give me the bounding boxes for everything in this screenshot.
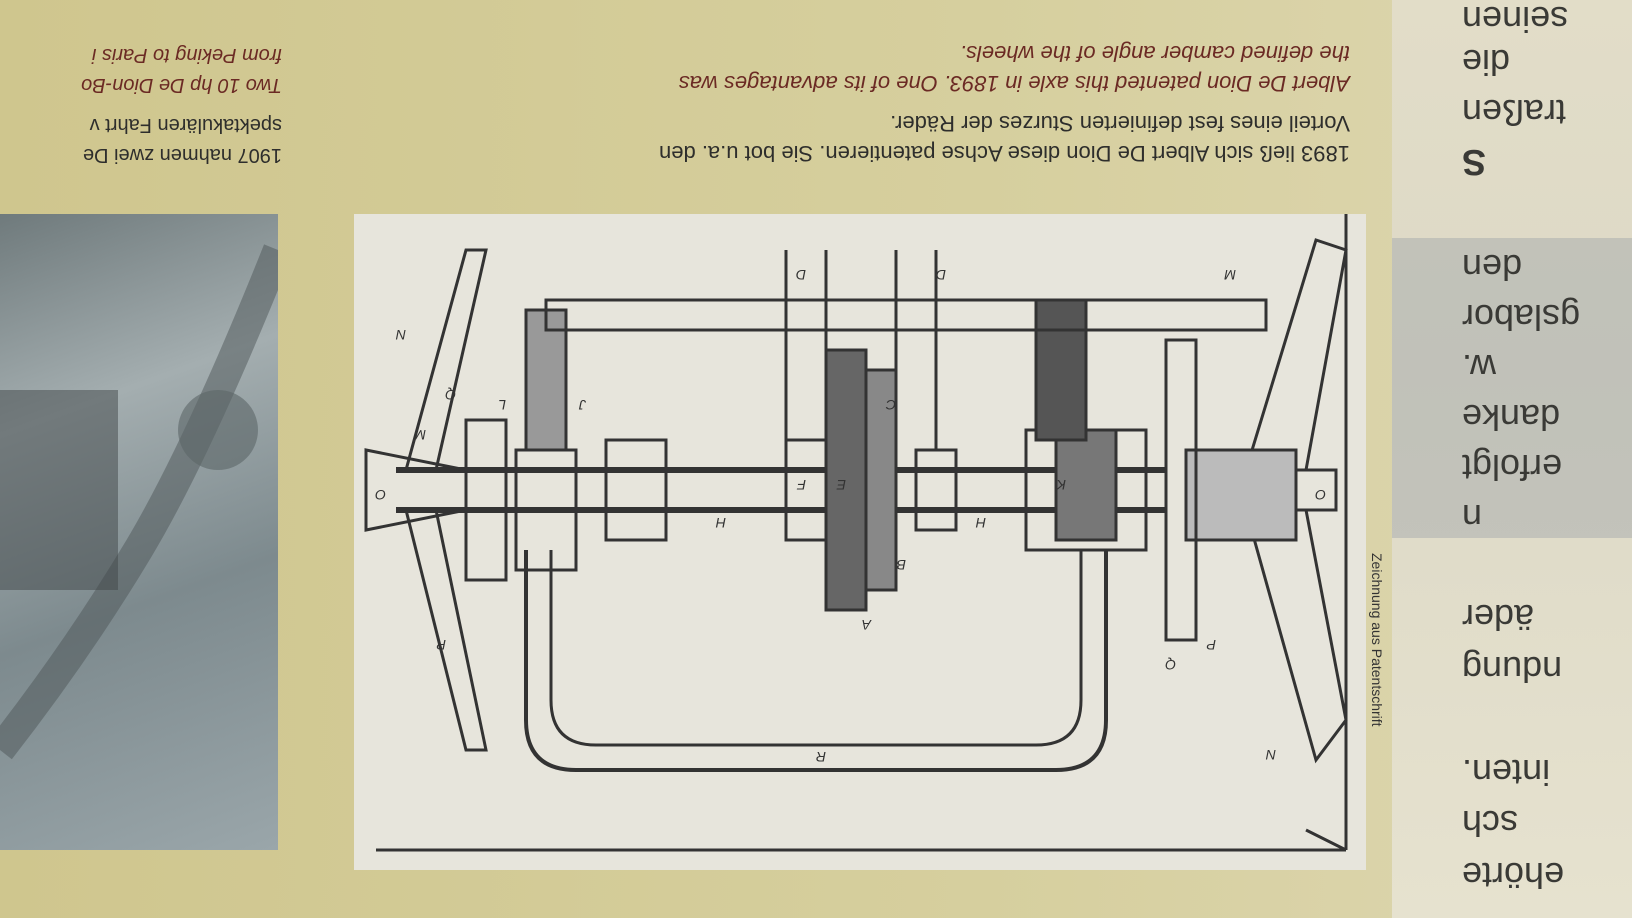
right-caption-de-2: spektakulären Fahrt v <box>89 114 282 136</box>
part-label: F <box>796 477 806 493</box>
part-label: K <box>1056 477 1066 493</box>
part-label: M <box>414 427 426 443</box>
part-label: B <box>897 557 906 573</box>
text-line: die <box>1462 42 1511 83</box>
heading-fragment: S <box>1462 142 1487 183</box>
right-caption-en-1: Two 10 hp De Dion-Bo <box>81 74 282 96</box>
photo-texture <box>0 244 278 760</box>
part-label: O <box>375 487 386 503</box>
caption-en-line-1: Albert De Dion patented this axle in 189… <box>678 71 1350 96</box>
part-label: H <box>975 515 986 531</box>
caption-de-line-1: 1893 ließ sich Albert De Dion diese Achs… <box>659 141 1350 166</box>
text-line: seinen <box>1462 0 1569 40</box>
part-label: R <box>816 749 826 765</box>
part-label: Q <box>445 387 456 403</box>
text-line: gslabor <box>1462 297 1581 338</box>
de-dion-axle-drawing: R H H K A B C D D P P M M N N Q Q L O O J E F <box>364 210 1348 852</box>
text-line: sch <box>1462 803 1519 844</box>
part-label: J <box>578 397 587 413</box>
part-label: O <box>1315 487 1326 503</box>
part-label: A <box>862 617 872 633</box>
part-label: Q <box>1165 657 1176 673</box>
patent-drawing: R H H K A B C D D P P M M N N Q Q L O O J E F <box>354 210 1366 870</box>
text-line: äder <box>1462 597 1535 638</box>
left-text-column: ehörte sch inten. ndung äder n erfolgt d… <box>1392 0 1632 918</box>
text-line: ehörte <box>1462 855 1565 896</box>
text-line: inten. <box>1462 752 1551 793</box>
caption-en-line-2: the defined camber angle of the wheels. <box>959 41 1350 66</box>
part-label: C <box>885 397 896 413</box>
part-label: L <box>498 397 506 413</box>
right-caption-en-2: from Peking to Paris i <box>91 44 282 66</box>
text-line: w. <box>1462 347 1497 388</box>
part-label: H <box>715 515 726 531</box>
caption-de-line-2: Vorteil eines fest definierten Sturzes d… <box>890 111 1350 136</box>
part-label: D <box>796 267 806 283</box>
text-line: ndung <box>1462 649 1563 690</box>
part-label: E <box>836 477 846 493</box>
part-label: N <box>395 327 406 343</box>
text-line: danke <box>1462 397 1561 438</box>
drawing-caption: Zeichnung aus Patentschrift <box>1369 553 1385 727</box>
historic-photo <box>0 214 278 850</box>
part-label: P <box>1206 637 1216 653</box>
part-label: M <box>1224 267 1236 283</box>
part-label: D <box>936 267 946 283</box>
part-label: N <box>1265 747 1276 763</box>
text-line: erfolgt <box>1462 447 1563 488</box>
part-label: P <box>436 637 446 653</box>
text-line: n <box>1462 497 1483 538</box>
text-line: traßen <box>1462 92 1567 133</box>
right-caption-de-1: 1907 nahmen zwei De <box>82 144 282 166</box>
text-line: den <box>1462 247 1523 288</box>
